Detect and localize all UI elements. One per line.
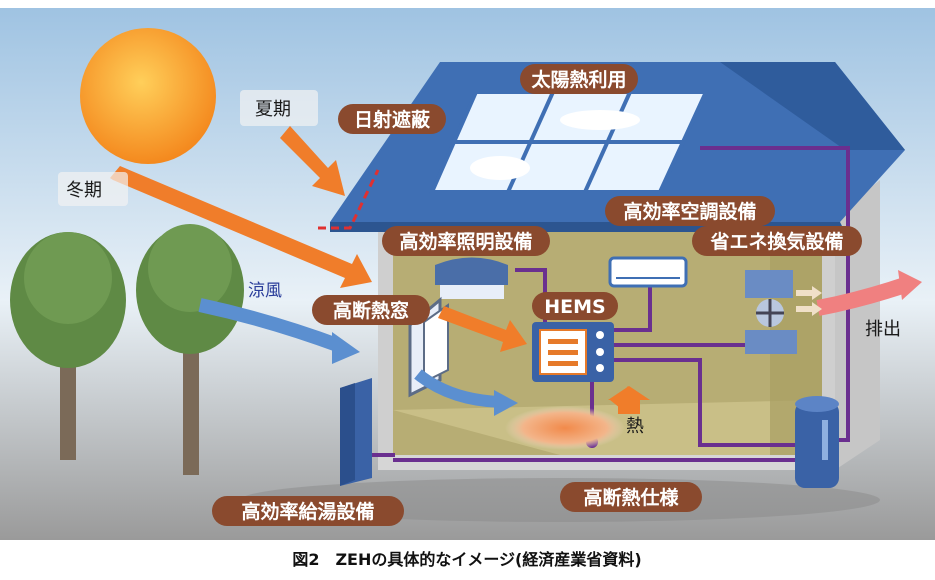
floor-heating-icon xyxy=(505,406,625,450)
floor-heat-arrow xyxy=(608,386,650,414)
sun-icon xyxy=(80,28,216,164)
figure-caption: 図2 ZEHの具体的なイメージ(経済産業省資料) xyxy=(292,550,641,569)
hems-label: HEMS xyxy=(544,296,605,318)
tree-icon xyxy=(10,232,126,460)
water-heater-label: 高効率給湯設備 xyxy=(241,500,374,523)
window-heat-arrow xyxy=(438,306,527,352)
heat-label: 熱 xyxy=(626,416,644,437)
ventilation-fan-icon xyxy=(745,270,797,354)
sun-shading-line xyxy=(318,169,380,230)
heat-pump-unit-icon xyxy=(340,378,372,486)
exhaust-arrow xyxy=(816,270,922,316)
water-heater-icon xyxy=(795,396,839,488)
winter-label: 冬期 xyxy=(66,180,102,201)
sun-shading-label: 日射遮蔽 xyxy=(354,108,431,131)
cool-breeze-label: 涼風 xyxy=(248,281,282,301)
summer-sun-arrow xyxy=(280,126,345,196)
solar-panel-icon xyxy=(428,90,710,194)
insulated-window-label: 高断熱窓 xyxy=(333,299,409,322)
tree-icon xyxy=(136,224,244,475)
summer-label: 夏期 xyxy=(255,99,291,120)
hems-panel-icon xyxy=(532,322,614,382)
lighting-label: 高効率照明設備 xyxy=(399,230,532,253)
ventilation-label: 省エネ換気設備 xyxy=(709,230,843,253)
fan-air-arrows xyxy=(796,286,822,316)
insulation-spec-label: 高断熱仕様 xyxy=(583,486,679,509)
winter-sun-arrow xyxy=(110,166,372,288)
solar-heat-label: 太陽熱利用 xyxy=(531,68,626,91)
indoor-air-arrow xyxy=(414,369,518,416)
exhaust-label: 排出 xyxy=(865,319,901,340)
ceiling-light-icon xyxy=(435,257,508,299)
air-conditioner-icon xyxy=(608,256,688,288)
cool-breeze-arrow xyxy=(198,298,360,364)
hvac-label: 高効率空調設備 xyxy=(623,200,756,223)
